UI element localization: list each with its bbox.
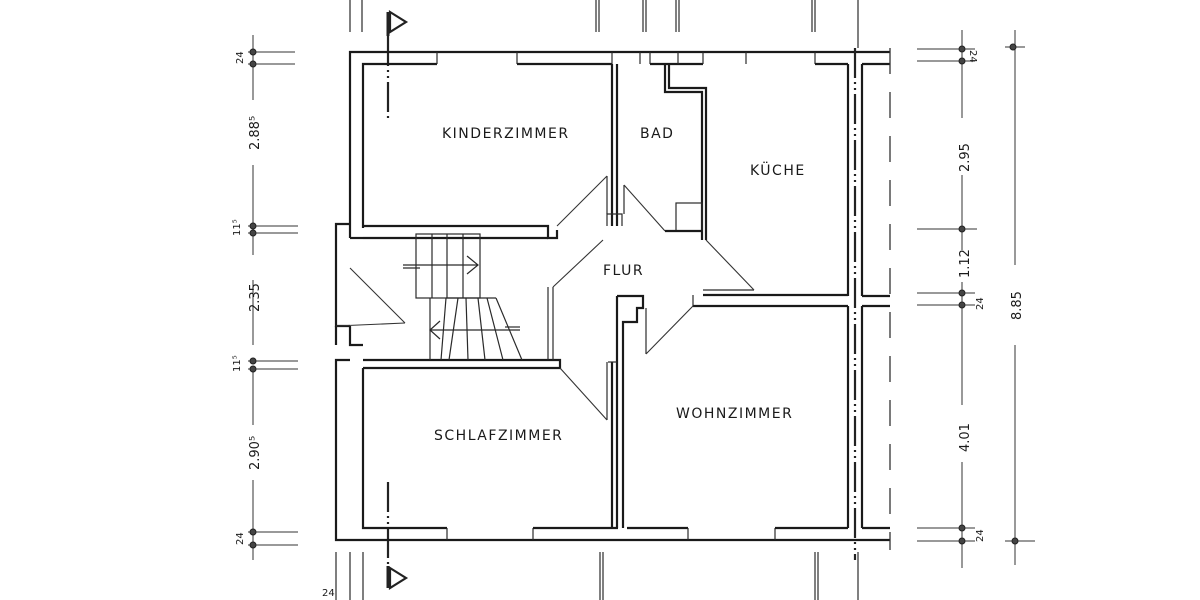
dim-right-wohnzimmer: 4.01 xyxy=(958,423,973,452)
dim-right-total: 8.85 xyxy=(1010,291,1025,320)
section-arrow-bottom xyxy=(386,482,409,590)
room-label-kueche: KÜCHE xyxy=(750,161,806,179)
room-label-wohnzimmer: WOHNZIMMER xyxy=(676,406,793,422)
section-arrow-top xyxy=(386,10,409,118)
room-label-kinderzimmer: KINDERZIMMER xyxy=(442,126,570,142)
dim-left-stair: 2.35 xyxy=(248,283,263,312)
bottom-extension-lines: 24 xyxy=(322,552,859,600)
dim-right-kueche: 2.95 xyxy=(958,143,973,172)
dim-right-bottom-wall: 24 xyxy=(975,529,986,542)
party-wall xyxy=(846,48,891,560)
dim-bottom-left-wall: 24 xyxy=(322,588,335,599)
interior-walls xyxy=(363,64,848,528)
room-label-flur: FLUR xyxy=(603,263,644,279)
door-swings xyxy=(335,175,755,421)
dim-left-top-wall: 24 xyxy=(235,51,246,64)
dim-right-middle-wall: 24 xyxy=(975,297,986,310)
dim-left-bottom-wall: 24 xyxy=(235,532,246,545)
right-dimension-chain: 24 2.95 1.12 24 4.01 24 8.85 xyxy=(917,30,1035,568)
left-dimension-chain: 24 2.88⁵ 11⁵ 2.35 11⁵ 2.90⁵ 24 xyxy=(232,35,298,560)
dim-left-wall-upper: 11⁵ xyxy=(232,219,243,236)
dim-left-wall-lower: 11⁵ xyxy=(232,355,243,372)
room-label-schlafzimmer: SCHLAFZIMMER xyxy=(434,428,563,444)
top-extension-lines xyxy=(349,0,859,48)
room-labels: KINDERZIMMER BAD KÜCHE FLUR SCHLAFZIMMER… xyxy=(434,126,806,444)
dim-left-schlafzimmer: 2.90⁵ xyxy=(248,436,263,470)
room-label-bad: BAD xyxy=(640,126,674,142)
staircase xyxy=(403,233,523,361)
dim-left-kinderzimmer: 2.88⁵ xyxy=(248,116,263,150)
dim-right-passage: 1.12 xyxy=(958,249,973,278)
outer-walls xyxy=(334,50,890,542)
dim-right-top-wall: 24 xyxy=(967,50,978,63)
